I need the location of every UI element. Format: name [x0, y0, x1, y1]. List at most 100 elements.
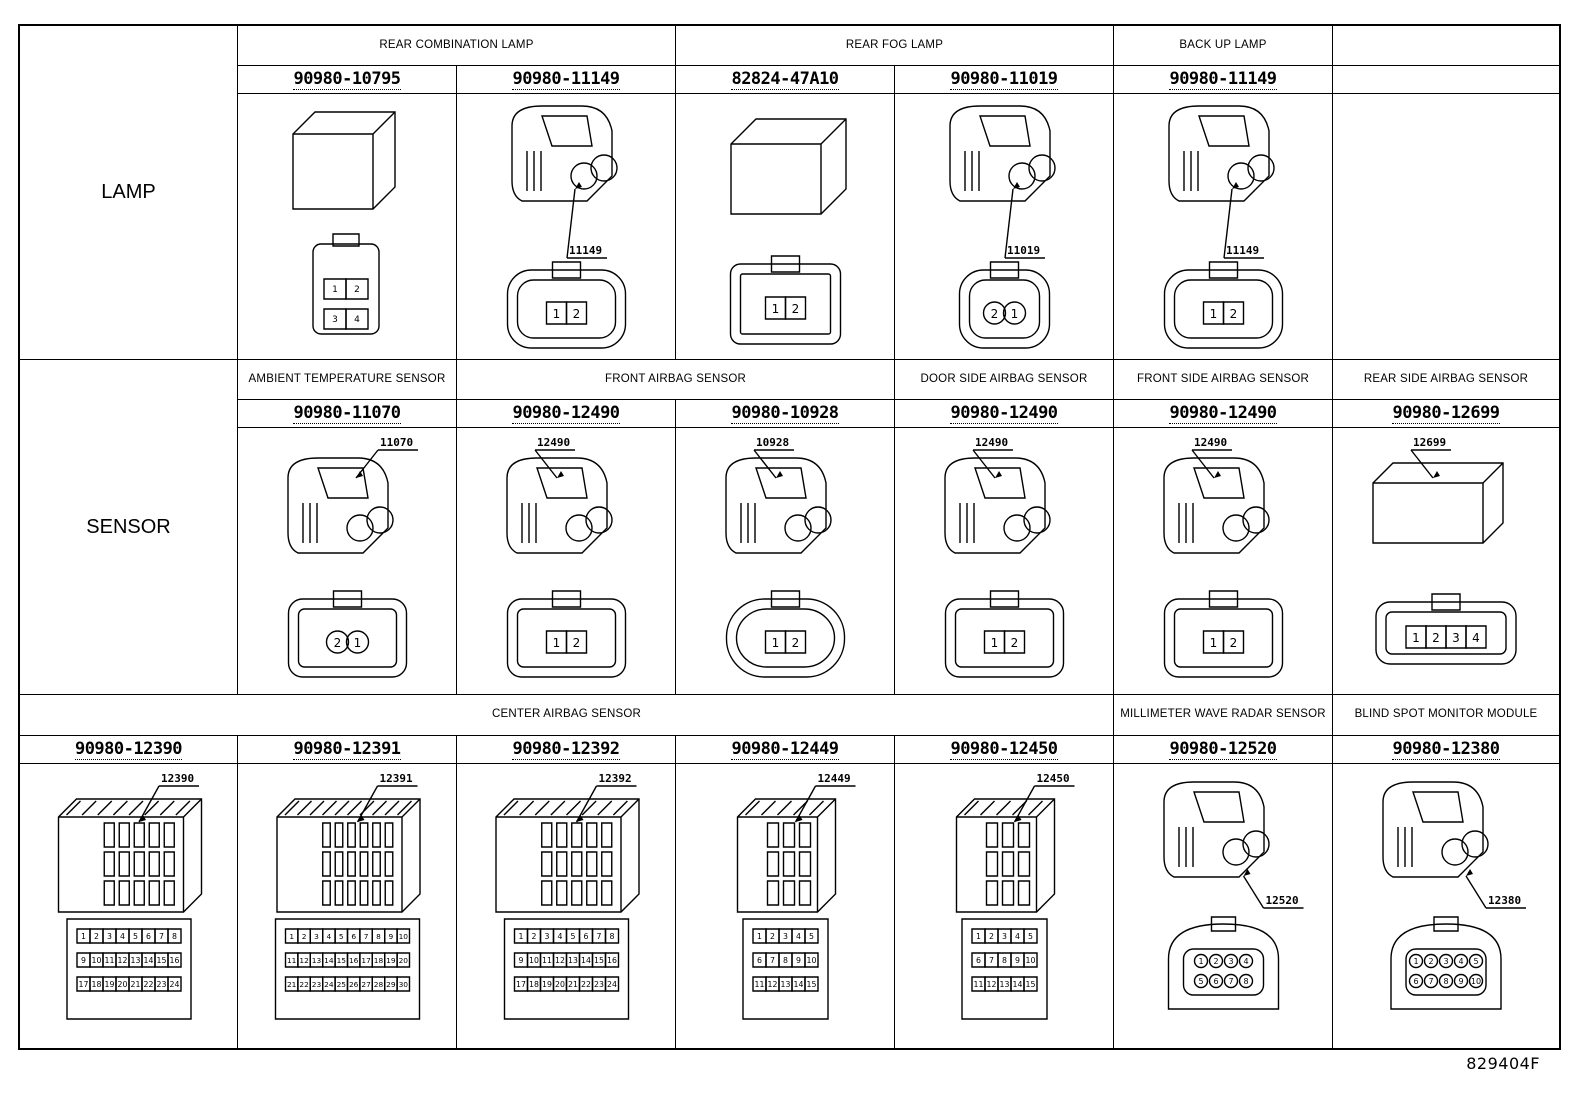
part-number-cell-text: 90980-12450: [950, 739, 1058, 760]
pin-number: 5: [1198, 977, 1203, 986]
callout-label: 11019: [1007, 244, 1040, 257]
group-header-text: CENTER AIRBAG SENSOR: [491, 708, 642, 721]
connector-housing: [507, 458, 612, 553]
pin-number: 5: [133, 932, 138, 941]
part-number-cell: 90980-12520: [1114, 736, 1333, 764]
pin-number: 7: [1228, 977, 1233, 986]
pin-number: 1: [1011, 307, 1019, 321]
callout-label: 12380: [1488, 894, 1521, 907]
pin-number: 24: [170, 980, 180, 989]
pin-number: 7: [770, 956, 775, 965]
part-number-cell-text: 90980-12490: [1169, 403, 1277, 424]
pin-number: 19: [386, 956, 396, 965]
part-callout: 12391: [358, 772, 418, 822]
pin-number: 30: [399, 980, 409, 989]
part-callout: 11019: [1005, 182, 1045, 258]
pin-number: 10: [1471, 977, 1481, 986]
pin-number: 4: [1015, 932, 1020, 941]
group-header-text: MILLIMETER WAVE RADAR SENSOR: [1120, 708, 1326, 721]
pin-number: 9: [81, 956, 86, 965]
pin-number: 17: [361, 956, 371, 965]
pin-number: 2: [1230, 307, 1238, 321]
pin-number: 24: [607, 980, 617, 989]
group-header-text: REAR SIDE AIRBAG SENSOR: [1363, 372, 1529, 385]
pin-number: 21: [568, 980, 578, 989]
part-number-cell: 90980-12450: [895, 736, 1114, 764]
group-header: MILLIMETER WAVE RADAR SENSOR: [1114, 695, 1333, 736]
pin-number: 9: [389, 932, 394, 941]
pin-number: 13: [781, 980, 791, 989]
pin-number: 1: [772, 302, 780, 316]
pin-number: 11: [542, 956, 552, 965]
pin-number: 14: [794, 980, 804, 989]
group-header-text: DOOR SIDE AIRBAG SENSOR: [920, 372, 1088, 385]
pin-number: 1: [991, 636, 999, 650]
callout-label: 12490: [537, 436, 570, 449]
category-sensor-text: SENSOR: [86, 515, 171, 538]
callout-label: 10928: [756, 436, 789, 449]
pin-number: 10: [399, 932, 409, 941]
pin-number: 2: [792, 302, 800, 316]
connector-housing: [945, 458, 1050, 553]
pin-number: 1: [1210, 636, 1218, 650]
pin-number: 1: [1210, 307, 1218, 321]
pin-number: 14: [1013, 980, 1023, 989]
connector-housing: [738, 799, 836, 912]
pin-number: 11: [974, 980, 984, 989]
pin-number: 2: [354, 285, 360, 295]
pin-number: 1: [1198, 957, 1203, 966]
pin-number: 2: [770, 932, 775, 941]
pin-number: 1: [289, 932, 294, 941]
pin-number: 10: [1026, 956, 1036, 965]
connector-housing: [731, 119, 846, 214]
pin-number: 28: [374, 980, 384, 989]
pin-number: 14: [324, 956, 334, 965]
callout-label: 12390: [161, 772, 194, 785]
pin-number: 12: [299, 956, 308, 965]
pin-number: 10: [92, 956, 102, 965]
pin-number: 15: [337, 956, 347, 965]
part-number-cell-text: 90980-10795: [293, 69, 401, 90]
pin-number: 2: [792, 636, 800, 650]
pin-number: 23: [157, 980, 167, 989]
callout-label: 12391: [380, 772, 413, 785]
part-callout: 11149: [567, 182, 607, 258]
pin-number: 10: [529, 956, 539, 965]
pin-number: 11: [105, 956, 115, 965]
pin-number: 1: [354, 636, 362, 650]
part-callout: 12490: [1192, 436, 1232, 478]
part-callout: 10928: [754, 436, 794, 478]
pin-number: 11: [287, 956, 297, 965]
group-header-text: BACK UP LAMP: [1179, 38, 1267, 51]
part-number-cell-text: 90980-12390: [74, 739, 183, 760]
pin-number: 10: [807, 956, 817, 965]
pin-number: 8: [1243, 977, 1248, 986]
group-header-text: REAR FOG LAMP: [845, 38, 944, 51]
pin-number: 9: [519, 956, 524, 965]
pin-number: 23: [312, 980, 322, 989]
part-callout: 11070: [356, 436, 418, 478]
pin-number: 5: [571, 932, 576, 941]
part-callout: 12450: [1015, 772, 1075, 822]
pin-number: 2: [1428, 957, 1433, 966]
pin-number: 22: [144, 980, 154, 989]
part-number-cell: 90980-12392: [457, 736, 676, 764]
part-number-cell-text: 90980-11149: [512, 69, 620, 90]
connector-face-frame: [67, 919, 191, 1019]
pin-number: 15: [1026, 980, 1036, 989]
connector-housing: [512, 106, 617, 201]
